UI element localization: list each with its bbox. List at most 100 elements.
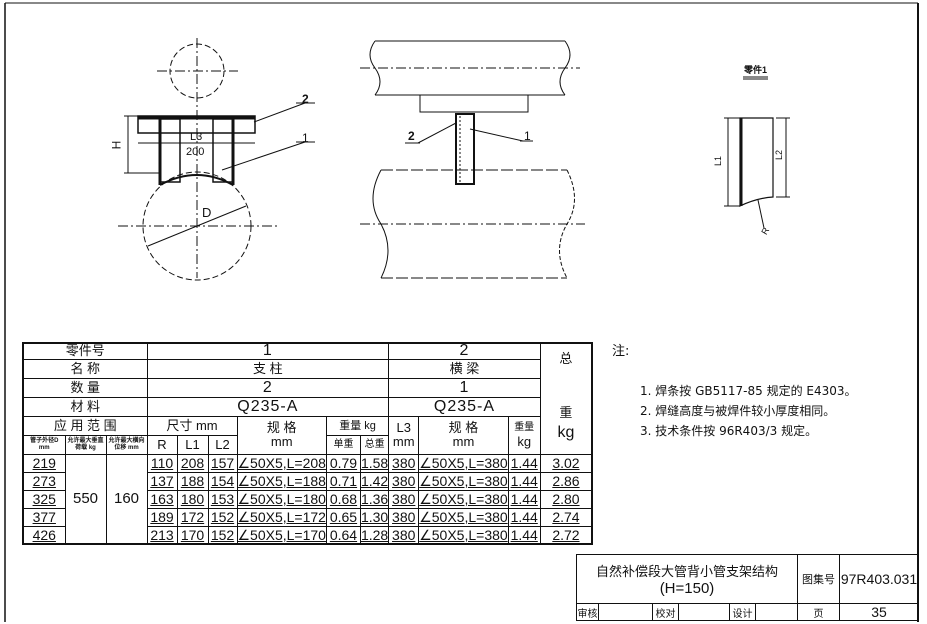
part2-no: 2 (388, 342, 541, 360)
cell-spec2: ∠50X5,L=380 (418, 525, 509, 545)
l3-label: L3 (396, 420, 411, 435)
header-part-no: 零件号 (22, 342, 148, 360)
cell-pipe-od: 426 (22, 525, 66, 545)
cell-l2: 154 (207, 471, 238, 491)
cell-w2: 1.44 (507, 453, 541, 473)
page-number: 35 (839, 603, 919, 621)
cell-tw: 1.36 (359, 489, 390, 509)
atlas-label: 图集号 (797, 554, 840, 604)
spec1-unit: mm (270, 434, 293, 449)
part-label-2: 2 (302, 92, 309, 106)
cell-l1: 172 (176, 507, 209, 527)
detail-part-1 (724, 76, 790, 229)
cell-w2: 1.44 (507, 525, 541, 545)
cell-spec2: ∠50X5,L=380 (418, 471, 509, 491)
side-part-label-2: 2 (408, 129, 415, 143)
part2-qty: 1 (388, 377, 541, 398)
detail-title: 零件1 (744, 65, 768, 75)
header-r: R (146, 434, 178, 455)
cell-uw: 0.68 (325, 489, 361, 509)
header-l2: L2 (207, 434, 238, 455)
weight2-unit: kg (517, 434, 532, 449)
notes-heading: 注: (612, 344, 630, 359)
part2-name: 横 梁 (388, 358, 541, 379)
part-label-1: 1 (302, 131, 309, 145)
cell-total: 2.74 (539, 507, 593, 527)
cell-total: 2.80 (539, 489, 593, 509)
dim-l1: L1 (713, 155, 724, 167)
cell-l3: 380 (388, 507, 420, 527)
cell-w2: 1.44 (507, 507, 541, 527)
cell-l1: 170 (176, 525, 209, 545)
l3-unit: mm (392, 434, 415, 449)
dim-h: H (109, 140, 124, 150)
header-qty: 数 量 (22, 377, 148, 398)
review-label: 审核 (576, 603, 599, 621)
cell-total: 3.02 (539, 453, 593, 473)
atlas-number: 97R403.031 (839, 554, 919, 604)
cell-uw: 0.71 (325, 471, 361, 491)
part1-qty: 2 (146, 377, 390, 398)
header-scope: 应 用 范 围 (22, 415, 148, 436)
side-view (360, 40, 585, 279)
cell-spec1: ∠50X5,L=188 (236, 471, 327, 491)
cell-spec2: ∠50X5,L=380 (418, 489, 509, 509)
weight2-label: 重量 (514, 422, 535, 433)
cell-total: 2.72 (539, 525, 593, 545)
side-part-label-1: 1 (524, 129, 531, 143)
note-2: 2. 焊缝高度与被焊件较小厚度相同。 (640, 404, 836, 418)
cell-l1: 180 (176, 489, 209, 509)
drawing-subtitle: (H=150) (659, 580, 715, 597)
header-material: 材 料 (22, 396, 148, 417)
cell-r: 163 (146, 489, 178, 509)
drawing-title: 自然补偿段大管背小管支架结构 (595, 564, 778, 579)
dim-d: D (202, 205, 212, 220)
cell-spec1: ∠50X5,L=170 (236, 525, 327, 545)
cell-tw: 1.58 (359, 453, 390, 473)
part1-no: 1 (146, 342, 390, 360)
total-weight-unit: kg (557, 424, 575, 441)
cell-l3: 380 (388, 489, 420, 509)
design-label: 设计 (729, 603, 756, 621)
cell-l1: 208 (176, 453, 209, 473)
review-signature (598, 603, 653, 621)
cell-l2: 152 (207, 507, 238, 527)
cell-max-disp: 160 (105, 453, 148, 545)
check-signature (678, 603, 730, 621)
cell-uw: 0.64 (325, 525, 361, 545)
cell-pipe-od: 219 (22, 453, 66, 473)
cell-l3: 380 (388, 471, 420, 491)
cell-pipe-od: 377 (22, 507, 66, 527)
front-view (118, 38, 315, 281)
cell-r: 110 (146, 453, 178, 473)
cell-tw: 1.30 (359, 507, 390, 527)
cell-spec2: ∠50X5,L=380 (418, 453, 509, 473)
header-max-disp: 允许最大横向位移 mm (105, 434, 148, 455)
cell-spec1: ∠50X5,L=180 (236, 489, 327, 509)
drawing-frame (4, 2, 919, 622)
cell-pipe-od: 273 (22, 471, 66, 491)
header-l1: L1 (176, 434, 209, 455)
dim-200: 200 (186, 146, 205, 158)
page-label: 页 (797, 603, 840, 621)
cell-uw: 0.79 (325, 453, 361, 473)
header-max-vload: 允许最大垂直荷载 kg (64, 434, 107, 455)
dim-l3: L3 (190, 131, 203, 143)
cell-tw: 1.42 (359, 471, 390, 491)
cell-pipe-od: 325 (22, 489, 66, 509)
cell-tw: 1.28 (359, 525, 390, 545)
cell-spec1: ∠50X5,L=172 (236, 507, 327, 527)
header-weight: 重量 kg (325, 415, 390, 436)
cell-r: 213 (146, 525, 178, 545)
header-unit-weight: 单重 (325, 434, 361, 455)
cell-spec2: ∠50X5,L=380 (418, 507, 509, 527)
spec2-unit: mm (452, 434, 475, 449)
header-pipe-od: 管子外径D mm (22, 434, 66, 455)
cell-l2: 153 (207, 489, 238, 509)
